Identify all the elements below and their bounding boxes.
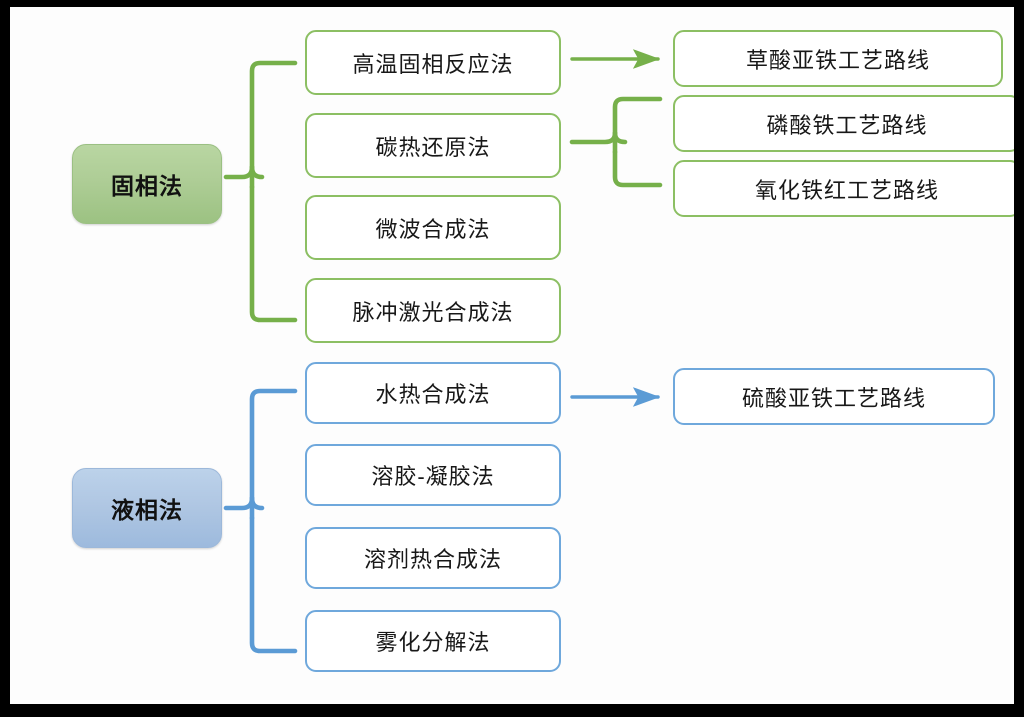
diagram-canvas: 固相法 高温固相反应法 碳热还原法 微波合成法 脉冲激光合成法 草酸亚铁工艺路线… [10, 7, 1014, 704]
root-node-solid-phase[interactable]: 固相法 [72, 144, 222, 224]
node-iron-phosphate-route-label: 磷酸铁工艺路线 [766, 112, 928, 138]
node-carbothermal-reduction-label: 碳热还原法 [375, 134, 491, 160]
node-hydrothermal-synthesis-label: 水热合成法 [375, 382, 491, 407]
node-solvothermal-synthesis-label: 溶剂热合成法 [363, 547, 502, 572]
node-ferrous-sulfate-route-label: 硫酸亚铁工艺路线 [741, 385, 926, 411]
node-pulsed-laser-synthesis[interactable]: 脉冲激光合成法 [305, 278, 561, 343]
node-hydrothermal-synthesis[interactable]: 水热合成法 [305, 362, 561, 424]
node-iron-oxide-red-route-label: 氧化铁红工艺路线 [754, 177, 939, 203]
node-ferrous-oxalate-route[interactable]: 草酸亚铁工艺路线 [673, 30, 1003, 87]
node-high-temp-solid-state[interactable]: 高温固相反应法 [305, 30, 561, 95]
node-spray-decomposition-label: 雾化分解法 [375, 630, 491, 655]
node-iron-phosphate-route[interactable]: 磷酸铁工艺路线 [673, 95, 1014, 152]
node-pulsed-laser-synthesis-label: 脉冲激光合成法 [352, 299, 514, 325]
root-node-solid-phase-label: 固相法 [111, 173, 183, 199]
node-microwave-synthesis[interactable]: 微波合成法 [305, 195, 561, 260]
node-ferrous-sulfate-route[interactable]: 硫酸亚铁工艺路线 [673, 368, 995, 425]
node-iron-oxide-red-route[interactable]: 氧化铁红工艺路线 [673, 160, 1014, 217]
node-sol-gel[interactable]: 溶胶-凝胶法 [305, 444, 561, 506]
node-sol-gel-label: 溶胶-凝胶法 [371, 464, 495, 489]
node-microwave-synthesis-label: 微波合成法 [375, 216, 491, 242]
root-node-liquid-phase[interactable]: 液相法 [72, 468, 222, 548]
root-node-liquid-phase-label: 液相法 [111, 497, 183, 523]
connector-brace-carbothermal [569, 96, 663, 188]
diagram-frame: 固相法 高温固相反应法 碳热还原法 微波合成法 脉冲激光合成法 草酸亚铁工艺路线… [10, 7, 1014, 704]
node-carbothermal-reduction[interactable]: 碳热还原法 [305, 113, 561, 178]
node-solvothermal-synthesis[interactable]: 溶剂热合成法 [305, 527, 561, 589]
connector-brace-solid-phase [223, 60, 298, 323]
node-high-temp-solid-state-label: 高温固相反应法 [352, 51, 514, 77]
node-spray-decomposition[interactable]: 雾化分解法 [305, 610, 561, 672]
node-ferrous-oxalate-route-label: 草酸亚铁工艺路线 [745, 47, 930, 73]
connector-brace-liquid-phase [223, 388, 298, 654]
